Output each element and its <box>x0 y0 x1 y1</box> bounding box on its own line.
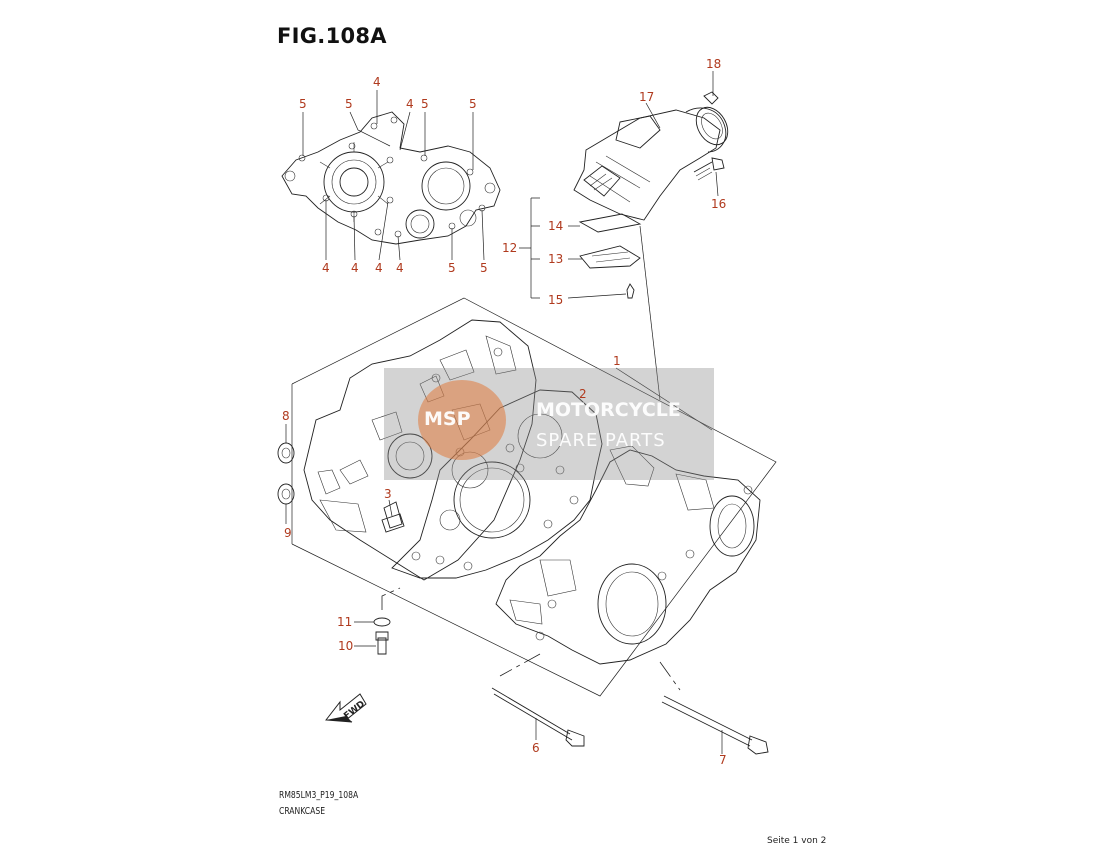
figure-name: CRANKCASE <box>279 806 326 817</box>
forward-arrow-icon: FWD <box>325 693 367 723</box>
oil-seals <box>277 424 295 524</box>
watermark-line1: MOTORCYCLE <box>536 399 681 421</box>
right-crankcase-half <box>495 445 761 665</box>
callout-5: 5 <box>469 97 477 111</box>
callout-4: 4 <box>351 261 359 275</box>
watermark: MSP MOTORCYCLE SPARE PARTS <box>384 368 714 480</box>
callout-18: 18 <box>706 57 721 71</box>
crankcase-cover-gasket <box>281 111 501 245</box>
callout-1: 1 <box>613 354 621 368</box>
callout-5: 5 <box>345 97 353 111</box>
reed-plates <box>578 213 642 299</box>
callout-17: 17 <box>639 90 654 104</box>
intake-leaders <box>519 71 719 401</box>
callout-8: 8 <box>282 409 290 423</box>
callout-5: 5 <box>448 261 456 275</box>
callout-5: 5 <box>480 261 488 275</box>
callout-2: 2 <box>579 387 587 401</box>
callout-3: 3 <box>384 487 392 501</box>
callout-13: 13 <box>548 252 563 266</box>
crankcase-gasket <box>391 389 603 579</box>
page-indicator: Seite 1 von 2 <box>767 836 827 846</box>
bolt-and-washer <box>354 587 401 655</box>
cover-leaders <box>302 90 485 261</box>
callout-4: 4 <box>396 261 404 275</box>
callout-6: 6 <box>532 741 540 755</box>
callout-4: 4 <box>373 75 381 89</box>
callout-12: 12 <box>502 241 517 255</box>
figure-title: FIG.108A <box>277 24 387 48</box>
watermark-line2: SPARE PARTS <box>536 430 666 451</box>
crankcase-assembly-box <box>291 297 777 697</box>
callout-11: 11 <box>337 615 352 629</box>
callout-5: 5 <box>421 97 429 111</box>
callout-15: 15 <box>548 293 563 307</box>
figure-code: RM85LM3_P19_108A <box>279 790 359 801</box>
callout-4: 4 <box>406 97 414 111</box>
dowel-pin <box>381 499 405 533</box>
long-bolts <box>491 653 769 755</box>
callout-4: 4 <box>322 261 330 275</box>
intake-pipe-reed-valve <box>573 91 729 221</box>
callout-numbers: 1 2 3 4 4 4 4 4 4 5 5 5 5 5 5 6 7 8 9 10… <box>282 57 727 767</box>
watermark-badge-text: MSP <box>424 408 471 430</box>
callout-16: 16 <box>711 197 726 211</box>
callout-10: 10 <box>338 639 353 653</box>
callout-4: 4 <box>375 261 383 275</box>
watermark-badge <box>418 380 506 460</box>
callout-9: 9 <box>284 526 292 540</box>
callout-5: 5 <box>299 97 307 111</box>
callout-14: 14 <box>548 219 563 233</box>
callout-7: 7 <box>719 753 727 767</box>
